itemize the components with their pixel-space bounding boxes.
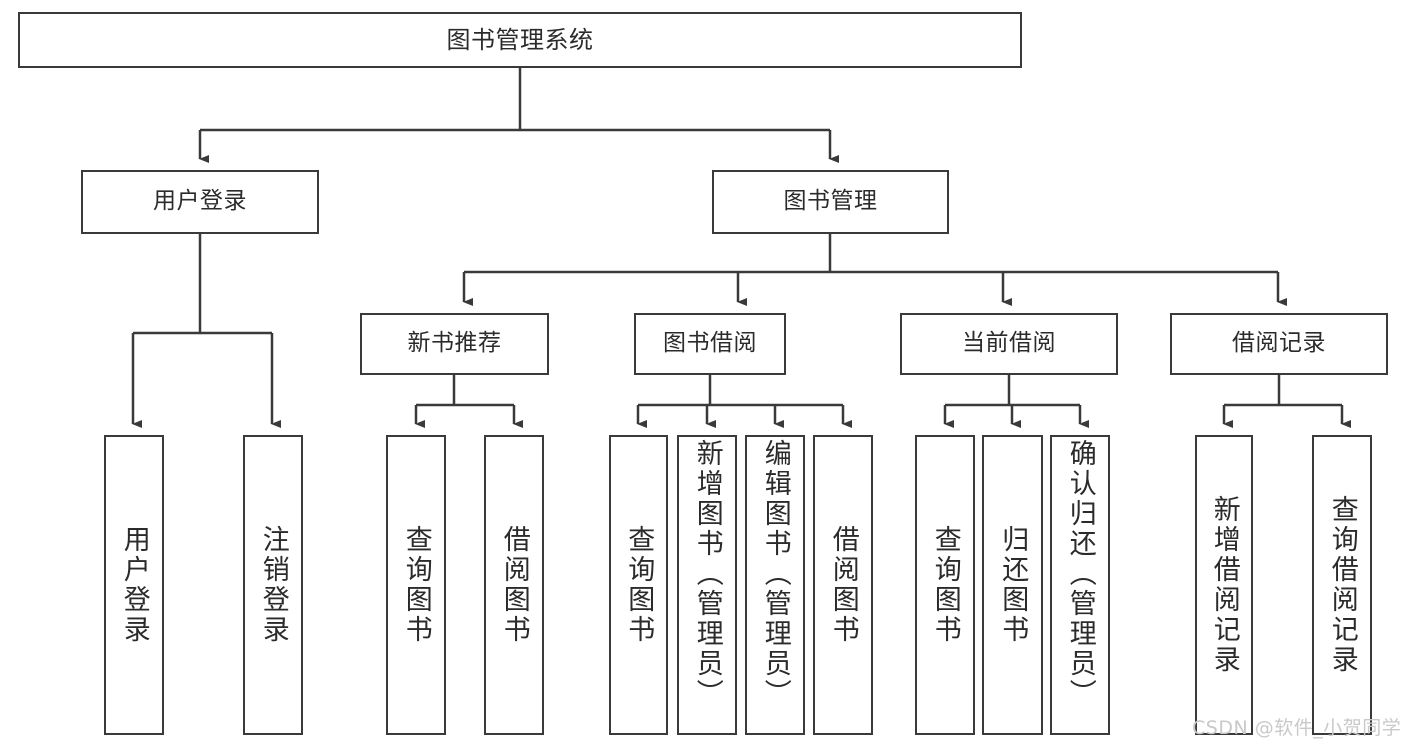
node-leaf-0: 用户登录 (104, 435, 164, 735)
node-leaf-4: 查询图书 (609, 435, 668, 735)
node-leaf-5-label: 新增图书（管理员） (691, 439, 723, 709)
node-leaf-11-label: 新增借阅记录 (1208, 495, 1240, 675)
node-leaf-6-label: 编辑图书（管理员） (759, 439, 791, 709)
node-level3-2-label: 当前借阅 (962, 330, 1056, 357)
node-leaf-8-label: 查询图书 (929, 525, 961, 645)
node-leaf-1: 注销登录 (243, 435, 303, 735)
node-leaf-3-label: 借阅图书 (498, 525, 530, 645)
node-root-system-label: 图书管理系统 (446, 25, 594, 54)
node-level3-0: 新书推荐 (360, 313, 549, 375)
node-leaf-10: 确认归还（管理员） (1050, 435, 1110, 735)
node-leaf-10-label: 确认归还（管理员） (1064, 439, 1096, 709)
node-leaf-1-label: 注销登录 (257, 525, 289, 645)
node-level2-0-label: 用户登录 (153, 188, 247, 215)
node-level3-0-label: 新书推荐 (407, 330, 502, 357)
node-leaf-0-label: 用户登录 (118, 525, 150, 645)
node-leaf-7: 借阅图书 (813, 435, 873, 735)
node-leaf-2-label: 查询图书 (400, 525, 432, 645)
node-level3-2: 当前借阅 (900, 313, 1118, 375)
node-leaf-3: 借阅图书 (484, 435, 544, 735)
node-leaf-9: 归还图书 (982, 435, 1043, 735)
node-level2-1-label: 图书管理 (783, 188, 878, 215)
node-level3-3-label: 借阅记录 (1232, 330, 1326, 357)
node-level2-1: 图书管理 (712, 170, 949, 234)
node-leaf-11: 新增借阅记录 (1195, 435, 1253, 735)
node-level3-1-label: 图书借阅 (663, 330, 757, 357)
node-leaf-4-label: 查询图书 (623, 525, 655, 645)
node-leaf-5: 新增图书（管理员） (677, 435, 737, 735)
node-leaf-12: 查询借阅记录 (1312, 435, 1372, 735)
node-leaf-6: 编辑图书（管理员） (745, 435, 805, 735)
node-level3-3: 借阅记录 (1170, 313, 1388, 375)
node-leaf-9-label: 归还图书 (997, 525, 1029, 645)
node-leaf-12-label: 查询借阅记录 (1326, 495, 1358, 675)
node-level3-1: 图书借阅 (634, 313, 786, 375)
node-leaf-8: 查询图书 (915, 435, 975, 735)
node-leaf-2: 查询图书 (386, 435, 446, 735)
node-root-system: 图书管理系统 (18, 12, 1022, 68)
node-leaf-7-label: 借阅图书 (827, 525, 859, 645)
node-level2-0: 用户登录 (81, 170, 319, 234)
